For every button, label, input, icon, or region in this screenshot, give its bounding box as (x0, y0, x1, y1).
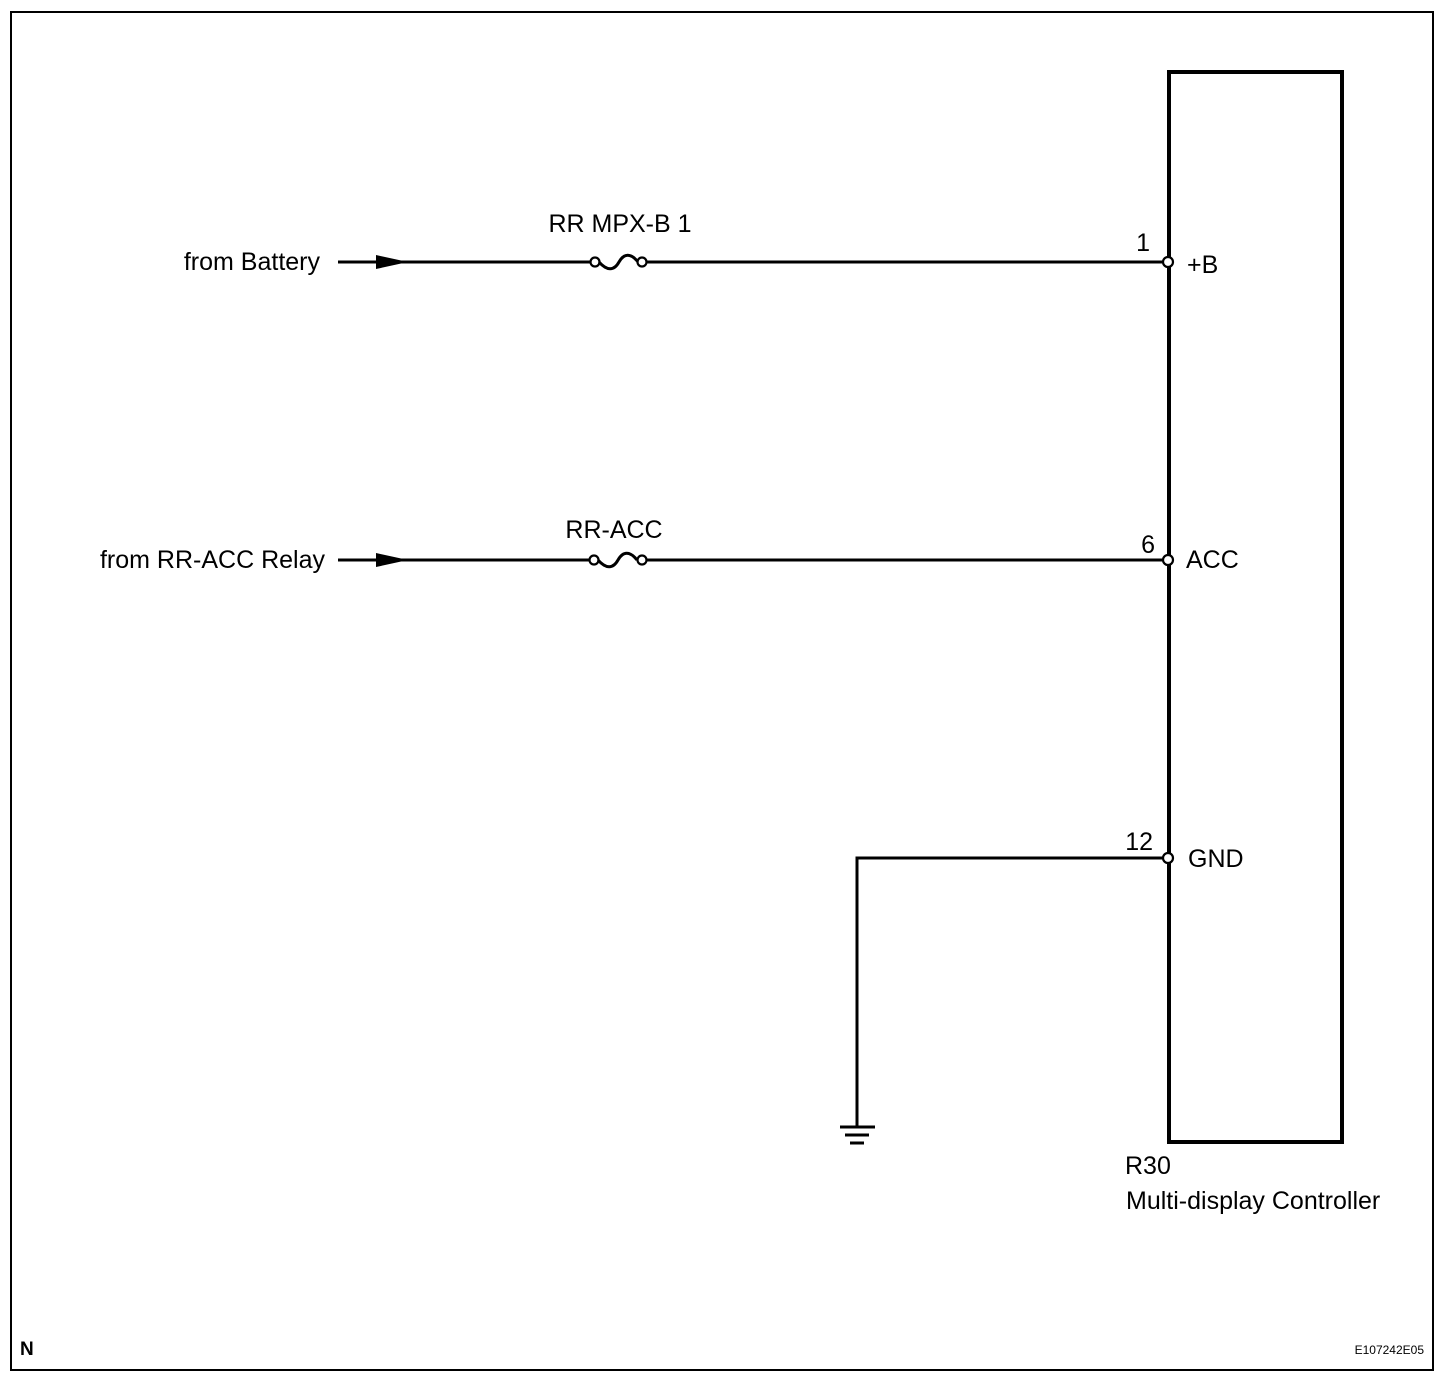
ground-wire (855, 856, 1163, 1126)
pin-acc-name: ACC (1186, 546, 1239, 574)
pin-b-number: 1 (1136, 229, 1150, 257)
fuse-rr-acc-label: RR-ACC (565, 516, 662, 544)
ground-circuit (840, 851, 1175, 1145)
source-battery-label: from Battery (184, 248, 321, 276)
pin-acc-number: 6 (1141, 531, 1155, 559)
acc-circuit (338, 551, 1175, 569)
pin-b-terminal (1161, 255, 1175, 269)
pin-acc-terminal (1161, 553, 1175, 567)
ground-symbol-icon (840, 1125, 875, 1145)
figure-code: E107242E05 (1355, 1343, 1425, 1357)
pin-gnd-name: GND (1188, 845, 1244, 873)
fuse-rr-acc-left-terminal (588, 554, 600, 566)
relay-arrow-icon (376, 553, 408, 567)
fuse-rr-mpx-b1-right-terminal (636, 256, 648, 268)
battery-arrow-icon (376, 255, 408, 269)
component-name: Multi-display Controller (1126, 1187, 1380, 1215)
component-code: R30 (1125, 1152, 1171, 1180)
fuse-rr-mpx-b1-icon (597, 253, 640, 271)
multi-display-controller-box (1167, 70, 1344, 1144)
fuse-rr-acc-icon (596, 551, 639, 569)
diagram-frame (10, 11, 1434, 1371)
pin-gnd-number: 12 (1125, 828, 1153, 856)
fuse-rr-mpx-b1-left-terminal (589, 256, 601, 268)
source-relay-label: from RR-ACC Relay (100, 546, 326, 574)
corner-letter: N (20, 1339, 34, 1360)
pin-b-name: +B (1187, 251, 1218, 279)
pin-gnd-terminal (1161, 851, 1175, 865)
fuse-rr-mpx-b1-label: RR MPX-B 1 (548, 210, 691, 238)
fuse-rr-acc-right-terminal (636, 554, 648, 566)
battery-circuit (338, 253, 1175, 271)
